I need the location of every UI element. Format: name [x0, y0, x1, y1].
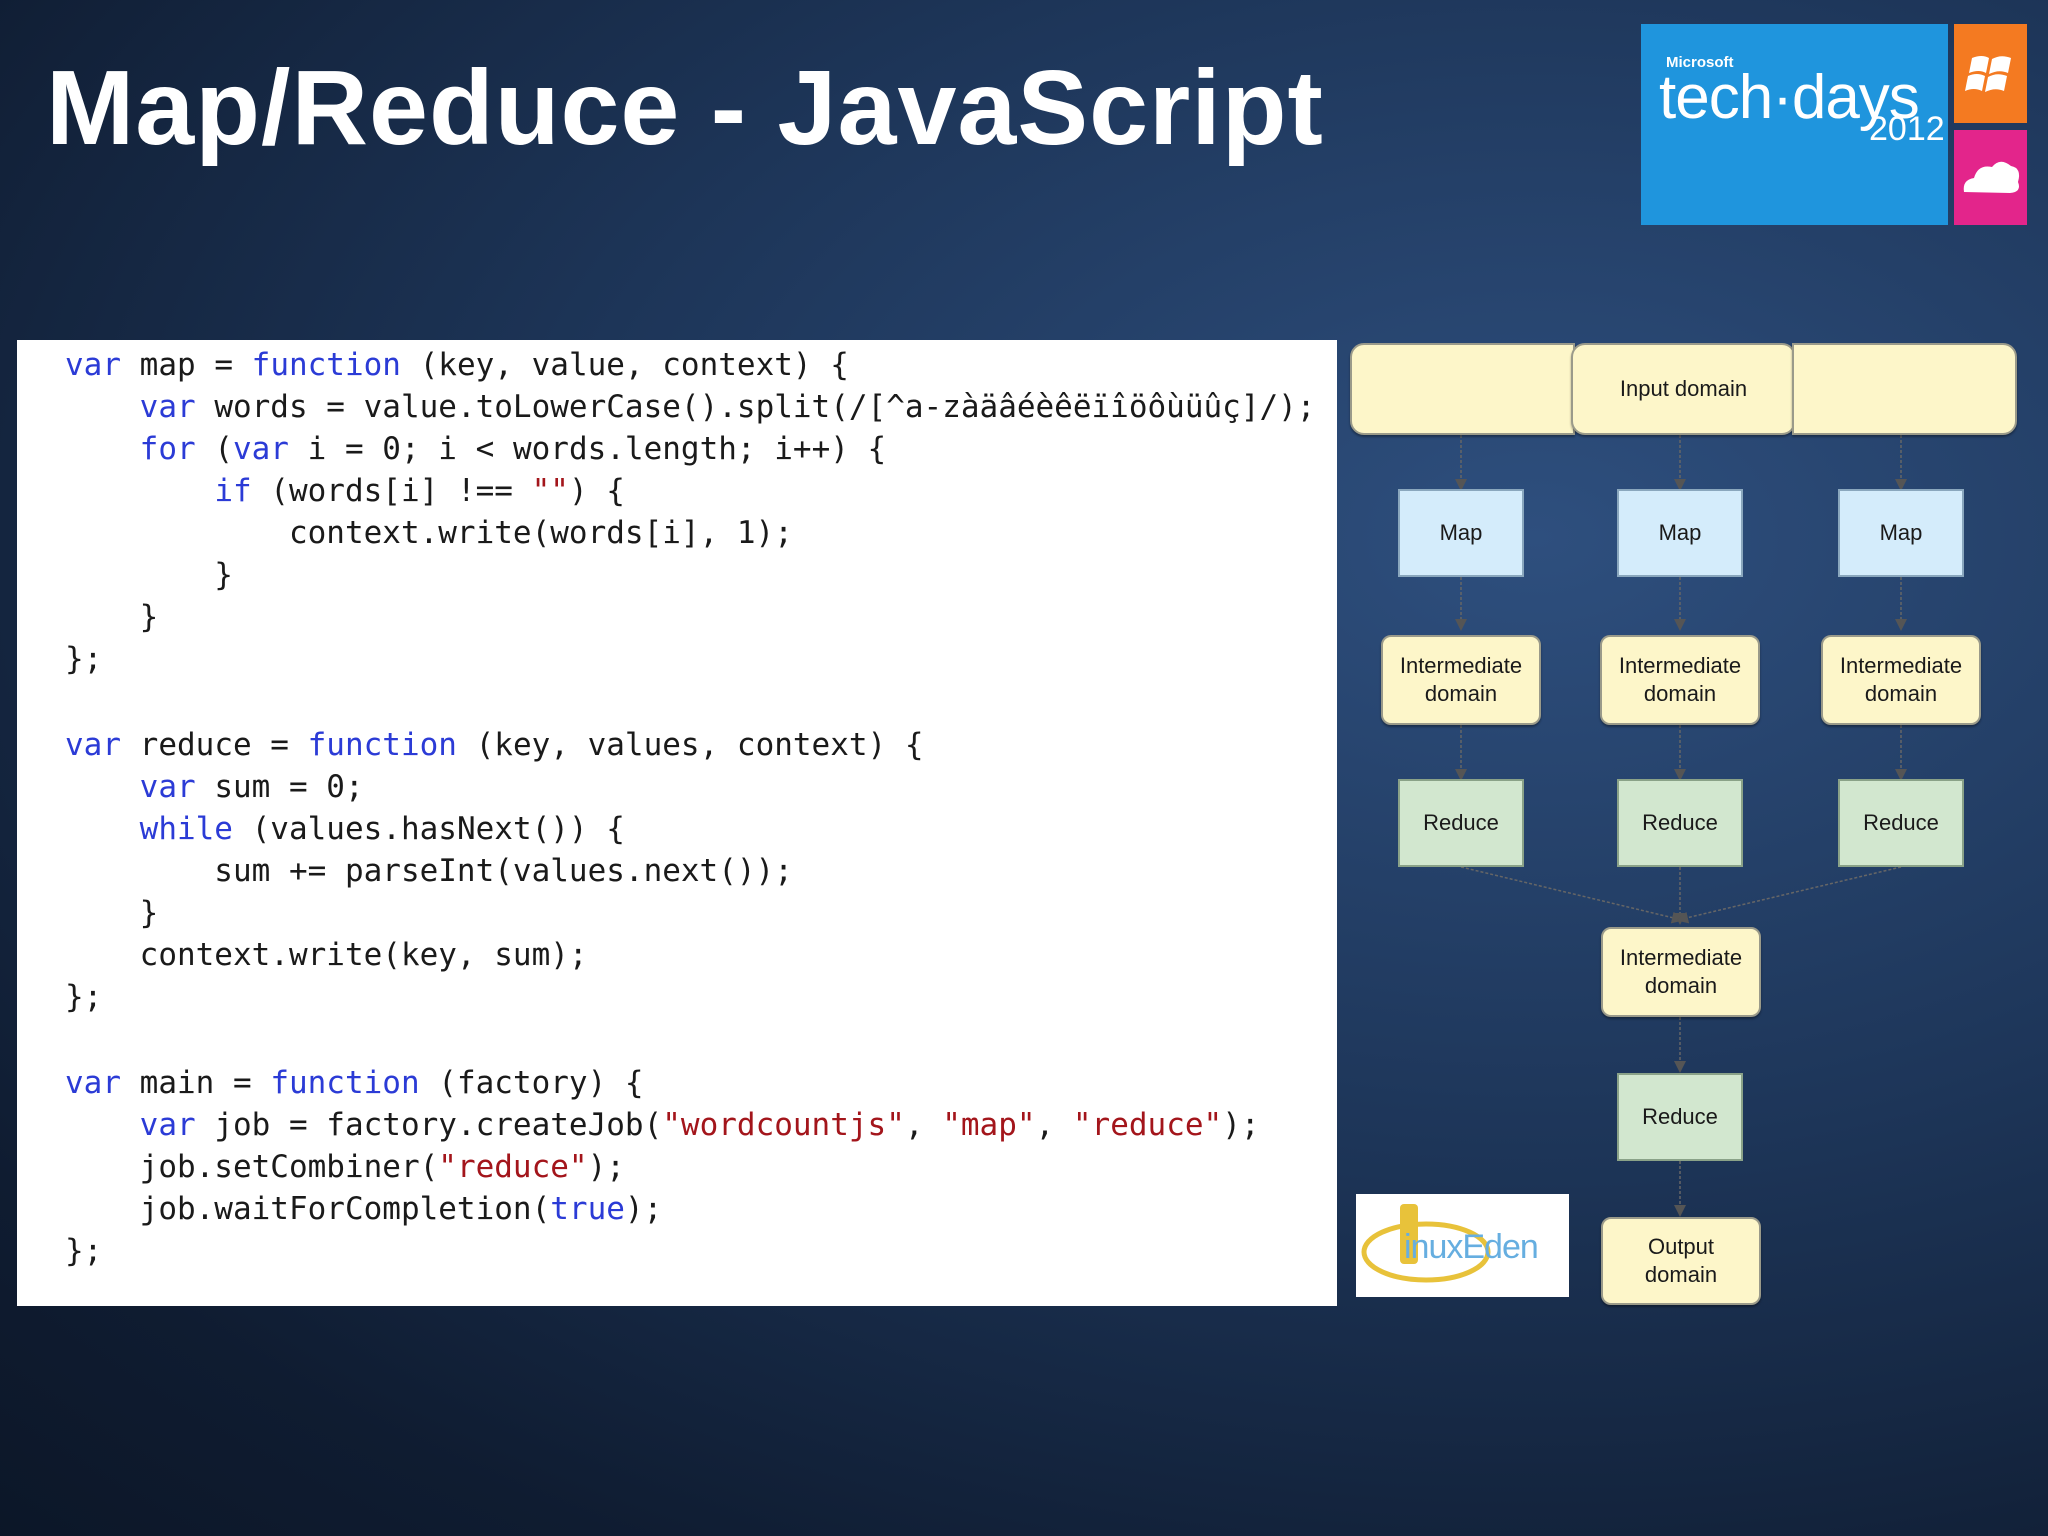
output-label: Output domain — [1644, 1234, 1718, 1287]
code-line: var map = function (key, value, context)… — [65, 347, 849, 383]
code-line: } — [65, 599, 159, 635]
map-label: Map — [1658, 520, 1702, 545]
code-line: context.write(words[i], 1); — [65, 515, 793, 551]
code-line: }; — [65, 979, 103, 1015]
input-domain-left — [1350, 343, 1575, 435]
intermediate-label: Intermediate domain — [1619, 945, 1743, 998]
reduce-node: Reduce — [1617, 1073, 1743, 1161]
slide-title: Map/Reduce - JavaScript — [46, 49, 1324, 167]
input-domain-box: Input domain — [1571, 343, 1796, 435]
code-line: context.write(key, sum); — [65, 937, 588, 973]
reduce-node: Reduce — [1617, 779, 1743, 867]
reduce-label: Reduce — [1642, 1104, 1718, 1129]
intermediate-domain-node: Intermediate domain — [1381, 635, 1541, 725]
linuxeden-swoosh-icon — [1361, 1204, 1491, 1283]
code-line: }; — [65, 641, 103, 677]
reduce-label: Reduce — [1423, 810, 1499, 835]
input-domain-label: Input domain — [1619, 376, 1748, 401]
linuxeden-logo: inuxEden — [1356, 1194, 1569, 1297]
linuxeden-text: inuxEden — [1404, 1228, 1539, 1266]
output-domain-node: Output domain — [1601, 1217, 1761, 1305]
map-node: Map — [1838, 489, 1964, 577]
cloud-icon — [1954, 130, 2027, 225]
code-line: job.setCombiner("reduce"); — [65, 1149, 625, 1185]
logo-year-text: 2012 — [1869, 110, 1945, 148]
map-node: Map — [1398, 489, 1524, 577]
code-line: while (values.hasNext()) { — [139, 811, 625, 847]
reduce-node: Reduce — [1838, 779, 1964, 867]
code-line: } — [65, 557, 233, 593]
reduce-label: Reduce — [1642, 810, 1718, 835]
techdays-logo: Microsoft tech·days 2012 — [1641, 24, 1948, 225]
reduce-node: Reduce — [1398, 779, 1524, 867]
windows-icon — [1954, 24, 2027, 123]
code-line: }; — [65, 1233, 103, 1269]
logo-microsoft-text: Microsoft — [1666, 54, 1734, 71]
code-line: } — [65, 895, 159, 931]
code-panel: var map = function (key, value, context)… — [17, 340, 1337, 1306]
code-line: if (words[i] !== "") { — [214, 473, 625, 509]
map-node: Map — [1617, 489, 1743, 577]
input-domain-right — [1792, 343, 2017, 435]
map-label: Map — [1439, 520, 1483, 545]
reduce-label: Reduce — [1863, 810, 1939, 835]
diagram-connectors — [1455, 435, 1907, 1217]
mapreduce-diagram: Input domain Map Map Map Intermediate do… — [1340, 335, 2030, 1315]
map-label: Map — [1879, 520, 1923, 545]
intermediate-domain-node: Intermediate domain — [1821, 635, 1981, 725]
intermediate-domain-node: Intermediate domain — [1600, 635, 1760, 725]
intermediate-label: Intermediate domain — [1399, 653, 1523, 706]
code-line: var reduce = function (key, values, cont… — [65, 727, 924, 763]
code-line: var words = value.toLowerCase().split(/[… — [139, 389, 1316, 425]
code-line: for (var i = 0; i < words.length; i++) { — [139, 431, 887, 467]
code-line: var sum = 0; — [139, 769, 364, 805]
intermediate-domain-node: Intermediate domain — [1601, 927, 1761, 1017]
intermediate-label: Intermediate domain — [1618, 653, 1742, 706]
code-line: var job = factory.createJob("wordcountjs… — [139, 1107, 1260, 1143]
code-line: sum += parseInt(values.next()); — [65, 853, 793, 889]
code-line: job.waitForCompletion(true); — [65, 1191, 663, 1227]
intermediate-label: Intermediate domain — [1839, 653, 1963, 706]
logo-name-text: tech·days — [1659, 63, 1920, 132]
code-line: var main = function (factory) { — [65, 1065, 644, 1101]
